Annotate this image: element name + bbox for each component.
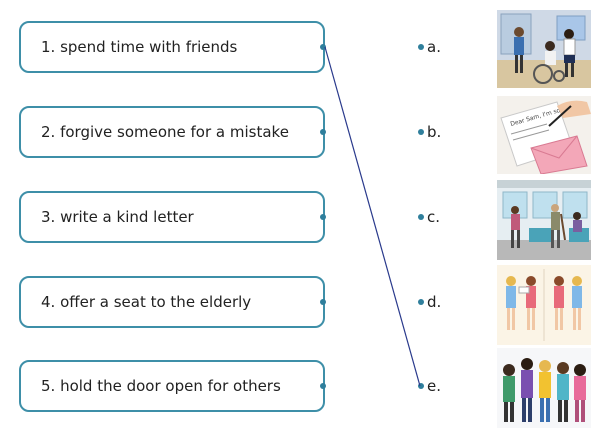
phrase-dot-5[interactable] bbox=[320, 383, 326, 389]
picture-b-illustration: Dear Sam, I'm sorry... bbox=[497, 96, 591, 174]
option-a[interactable]: a. bbox=[418, 38, 441, 56]
phrase-box-5[interactable]: 5. hold the door open for others bbox=[19, 360, 326, 412]
phrase-label-1: 1. spend time with friends bbox=[41, 38, 238, 56]
option-dot-c[interactable] bbox=[418, 214, 424, 220]
phrase-label-5: 5. hold the door open for others bbox=[41, 377, 281, 395]
phrase-dot-1[interactable] bbox=[320, 44, 326, 50]
option-b[interactable]: b. bbox=[418, 123, 441, 141]
option-label-b: b. bbox=[427, 123, 442, 141]
option-label-d: d. bbox=[427, 293, 442, 311]
phrase-label-3: 3. write a kind letter bbox=[41, 208, 194, 226]
phrase-box-3[interactable]: 3. write a kind letter bbox=[19, 191, 326, 243]
option-dot-d[interactable] bbox=[418, 299, 424, 305]
picture-c-illustration bbox=[497, 180, 591, 260]
picture-d-illustration bbox=[497, 265, 591, 345]
phrase-dot-3[interactable] bbox=[320, 214, 326, 220]
phrase-box-2[interactable]: 2. forgive someone for a mistake bbox=[19, 106, 326, 158]
option-label-e: e. bbox=[427, 377, 441, 395]
phrase-box-4[interactable]: 4. offer a seat to the elderly bbox=[19, 276, 326, 328]
option-d[interactable]: d. bbox=[418, 293, 441, 311]
option-dot-b[interactable] bbox=[418, 129, 424, 135]
picture-c bbox=[497, 180, 591, 260]
phrase-label-2: 2. forgive someone for a mistake bbox=[41, 123, 289, 141]
option-label-a: a. bbox=[427, 38, 441, 56]
picture-e-illustration bbox=[497, 348, 591, 428]
phrase-label-4: 4. offer a seat to the elderly bbox=[41, 293, 252, 311]
picture-b: Dear Sam, I'm sorry... bbox=[497, 96, 591, 174]
picture-a-illustration bbox=[497, 10, 591, 88]
match-line bbox=[324, 46, 421, 387]
picture-e bbox=[497, 348, 591, 428]
picture-d bbox=[497, 265, 591, 345]
phrase-box-1[interactable]: 1. spend time with friends bbox=[19, 21, 326, 73]
option-e[interactable]: e. bbox=[418, 377, 441, 395]
phrase-dot-4[interactable] bbox=[320, 299, 326, 305]
picture-a bbox=[497, 10, 591, 88]
option-dot-a[interactable] bbox=[418, 44, 424, 50]
option-c[interactable]: c. bbox=[418, 208, 440, 226]
phrase-dot-2[interactable] bbox=[320, 129, 326, 135]
option-dot-e[interactable] bbox=[418, 383, 424, 389]
option-label-c: c. bbox=[427, 208, 441, 226]
